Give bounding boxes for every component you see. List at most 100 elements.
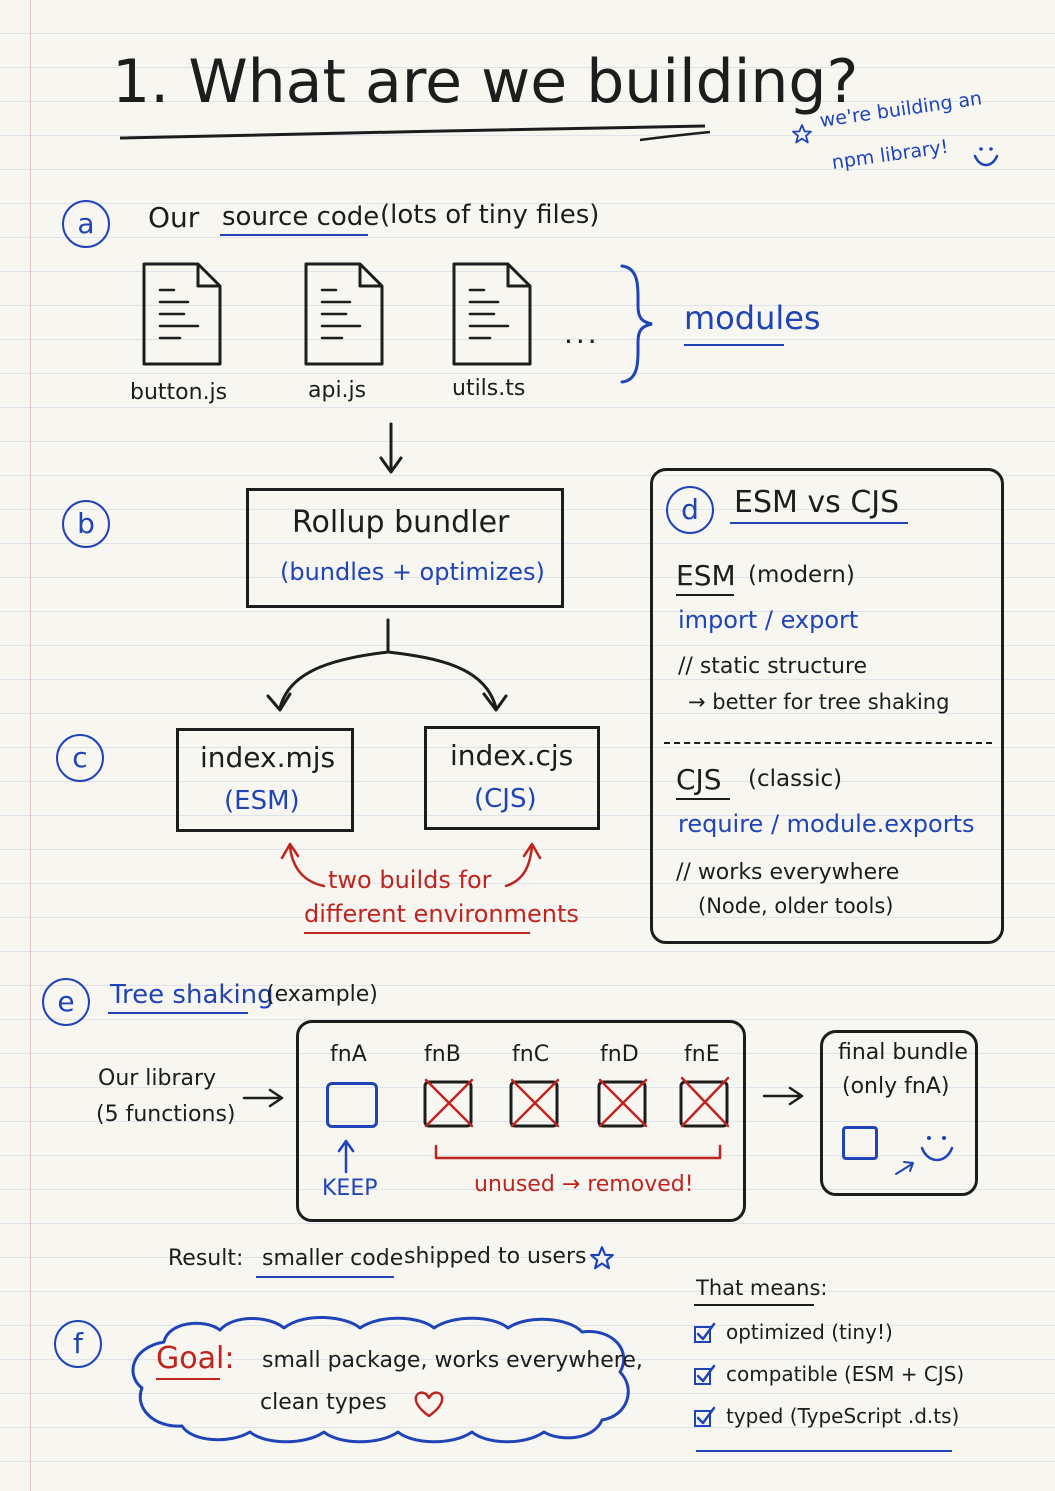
- source-suffix: (lots of tiny files): [380, 200, 600, 230]
- section-marker-b: b: [62, 500, 110, 548]
- arrow-icon: [266, 618, 508, 712]
- section-marker-e: e: [42, 978, 90, 1026]
- file-name-2: api.js: [308, 378, 367, 403]
- result-highlight: smaller code: [262, 1246, 404, 1271]
- esm-vs-cjs-title-underline: [730, 522, 908, 524]
- smiley-icon: [920, 1136, 954, 1162]
- function-label-3: fnC: [512, 1042, 550, 1067]
- means-item-3: typed (TypeScript .d.ts): [726, 1404, 960, 1428]
- bundler-name: Rollup bundler: [292, 505, 510, 540]
- cross-icon: [679, 1076, 730, 1128]
- final-block: [842, 1126, 878, 1160]
- removed-bracket: [434, 1144, 722, 1160]
- library-line-2: (5 functions): [96, 1102, 236, 1127]
- means-title-underline: [694, 1304, 814, 1306]
- brace-icon: [620, 264, 653, 384]
- modules-label: modules: [684, 299, 821, 337]
- goal-line-2: clean types: [260, 1390, 387, 1415]
- outputs-note-line-1: two builds for: [328, 866, 492, 894]
- bundler-desc: (bundles + optimizes): [280, 558, 545, 586]
- goal-label-underline: [156, 1378, 220, 1380]
- panel-divider: [664, 742, 992, 744]
- check-mark: [696, 1364, 716, 1383]
- section-marker-f: f: [54, 1320, 102, 1368]
- final-line-2: (only fnA): [842, 1074, 950, 1099]
- goal-cloud: [131, 1316, 630, 1444]
- cjs-name: CJS: [676, 763, 722, 796]
- function-label-2: fnB: [424, 1042, 461, 1067]
- esm-syntax: import / export: [678, 606, 859, 634]
- means-underline: [696, 1450, 952, 1452]
- checkbox-icon: [694, 1368, 711, 1385]
- output-box-cjs: [424, 726, 600, 830]
- output-format-cjs: (CJS): [474, 784, 537, 814]
- library-line-1: Our library: [98, 1066, 217, 1091]
- goal-label: Goal:: [156, 1341, 235, 1376]
- keep-label: KEEP: [322, 1176, 378, 1201]
- cjs-comment: // works everywhere: [676, 860, 900, 885]
- function-label-1: fnA: [330, 1042, 367, 1067]
- star-icon: [590, 1246, 614, 1270]
- section-marker-a: a: [62, 200, 110, 248]
- function-label-4: fnD: [600, 1042, 639, 1067]
- means-item-1: optimized (tiny!): [726, 1320, 893, 1344]
- function-label-5: fnE: [684, 1042, 720, 1067]
- cjs-name-underline: [676, 798, 730, 800]
- source-prefix: Our: [148, 201, 200, 234]
- margin-line: [30, 0, 31, 1491]
- file-icon: [452, 262, 532, 366]
- page-title: 1. What are we building?: [112, 47, 859, 117]
- cjs-note: (Node, older tools): [698, 894, 894, 918]
- cross-icon: [423, 1078, 474, 1128]
- outputs-note-line-2: different environments: [304, 900, 579, 928]
- source-highlight-underline: [220, 234, 368, 236]
- file-icon: [304, 262, 384, 366]
- title-underline: [119, 124, 711, 142]
- tree-shaking-underline: [108, 1012, 248, 1014]
- final-line-1: final bundle: [838, 1040, 968, 1065]
- goal-line-1: small package, works everywhere,: [262, 1348, 643, 1373]
- file-icon: [142, 262, 222, 366]
- tree-shaking-tag: (example): [266, 982, 378, 1007]
- esm-tag: (modern): [748, 562, 855, 588]
- arrow-icon: [379, 422, 403, 474]
- cross-icon: [509, 1078, 560, 1128]
- arrow-icon: [895, 1161, 914, 1175]
- esm-name: ESM: [676, 559, 736, 592]
- result-rest: shipped to users: [404, 1244, 587, 1269]
- means-item-2: compatible (ESM + CJS): [726, 1362, 965, 1386]
- source-highlight: source code: [222, 202, 380, 232]
- checkbox-icon: [694, 1326, 711, 1343]
- outputs-note-underline: [304, 932, 530, 934]
- output-file-cjs: index.cjs: [450, 739, 574, 772]
- file-name-1: button.js: [130, 380, 228, 405]
- cjs-tag: (classic): [748, 766, 843, 792]
- output-file-esm: index.mjs: [200, 741, 336, 774]
- bundler-box: [246, 488, 564, 608]
- output-format-esm: (ESM): [224, 786, 300, 816]
- final-bundle-box: [820, 1030, 978, 1196]
- esm-vs-cjs-title: ESM vs CJS: [734, 485, 900, 520]
- output-box-esm: [176, 728, 354, 832]
- more-files-ellipsis: ...: [564, 317, 600, 350]
- check-mark: [696, 1406, 716, 1425]
- file-name-3: utils.ts: [452, 376, 526, 401]
- means-title: That means:: [696, 1276, 828, 1300]
- result-highlight-underline: [256, 1276, 394, 1278]
- arrow-icon: [280, 842, 542, 888]
- cjs-syntax: require / module.exports: [678, 810, 975, 838]
- esm-name-underline: [676, 594, 734, 596]
- star-icon: [792, 124, 812, 144]
- section-marker-c: c: [56, 734, 104, 782]
- check-mark: [696, 1322, 716, 1341]
- esm-note: → better for tree shaking: [688, 690, 950, 714]
- heart-icon: [414, 1391, 444, 1418]
- cross-icon: [597, 1078, 648, 1128]
- result-label: Result:: [168, 1246, 244, 1271]
- removed-label: unused → removed!: [474, 1172, 694, 1197]
- tree-shaking-title: Tree shaking: [110, 980, 274, 1010]
- arrow-icon: [242, 1088, 284, 1108]
- modules-underline: [684, 344, 784, 346]
- arrow-icon: [762, 1086, 804, 1106]
- checkbox-icon: [694, 1410, 711, 1427]
